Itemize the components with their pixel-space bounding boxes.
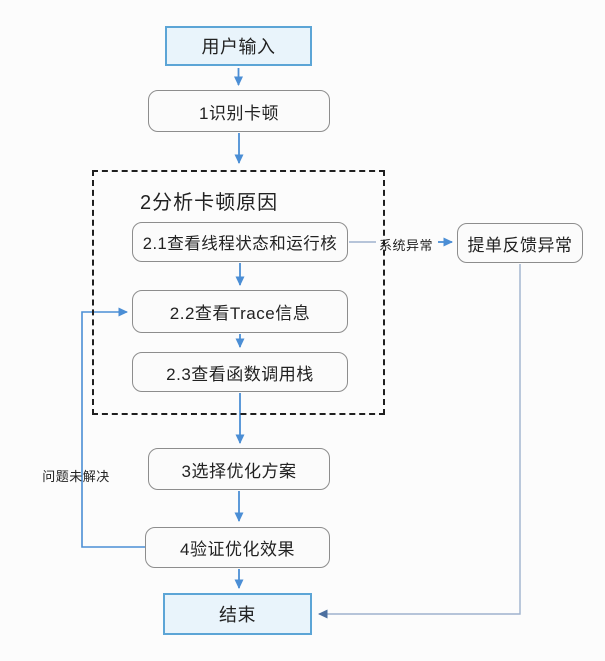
node-verify-optimization-effect: 4验证优化效果: [145, 527, 330, 568]
group-analyze-lag-cause-label: 2分析卡顿原因: [140, 192, 279, 214]
node-check-trace-info: 2.2查看Trace信息: [132, 290, 348, 333]
node-identify-lag: 1识别卡顿: [148, 90, 330, 132]
node-check-call-stack: 2.3查看函数调用栈: [132, 352, 348, 392]
node-check-thread-state: 2.1查看线程状态和运行核: [132, 222, 348, 262]
node-end: 结束: [163, 593, 312, 635]
edge-label-problem-unsolved: 问题未解决: [42, 469, 110, 484]
node-choose-optimization-plan: 3选择优化方案: [148, 448, 330, 490]
node-user-input: 用户输入: [165, 26, 312, 66]
edge-label-system-exception: 系统异常: [378, 238, 433, 253]
node-ticket-feedback-exception: 提单反馈异常: [457, 223, 583, 263]
group-analyze-lag-cause: 2分析卡顿原因: [92, 170, 385, 415]
